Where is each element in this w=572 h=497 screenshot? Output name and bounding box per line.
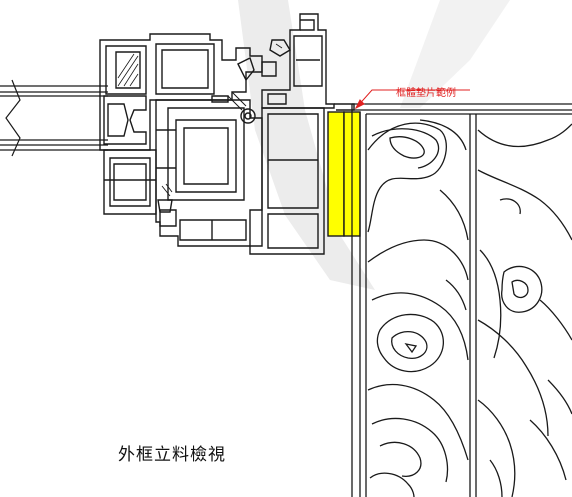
- frame-shims: [327, 111, 361, 237]
- background-shadow-2: [400, 0, 510, 108]
- glass-pane: [0, 79, 108, 157]
- window-frame-profile: [99, 13, 355, 255]
- background-shadow: [238, 0, 375, 290]
- drawing-caption: 外框立料檢視: [118, 445, 226, 465]
- shim-callout-label: 框體墊片範例: [396, 88, 456, 99]
- timber-section: [351, 103, 572, 497]
- callout-leader: [354, 89, 470, 110]
